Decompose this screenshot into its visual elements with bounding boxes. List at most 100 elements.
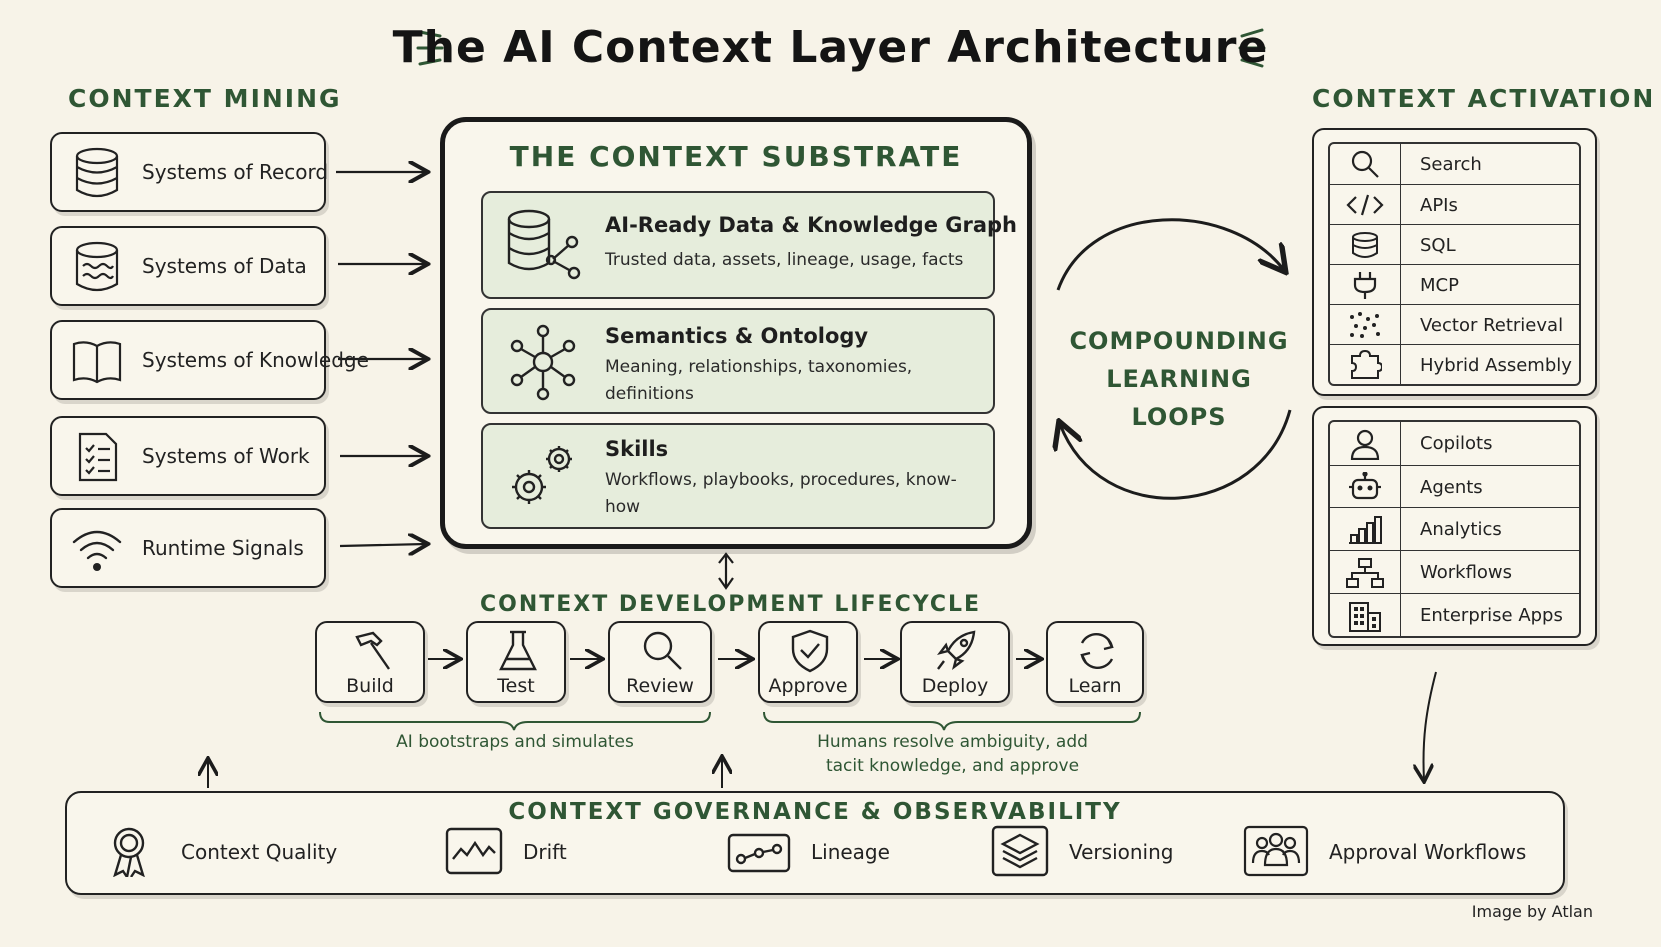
search-icon	[1336, 148, 1394, 180]
title-flourish-left	[416, 30, 444, 66]
consumer-row-enterprise-apps[interactable]: Enterprise Apps	[1330, 593, 1579, 637]
gov-item-lineage[interactable]: Lineage	[727, 823, 937, 881]
consumer-row-workflows[interactable]: Workflows	[1330, 550, 1579, 594]
consumer-label: Copilots	[1420, 433, 1493, 454]
layer-semantics-ontology: Semantics & Ontology Meaning, relationsh…	[481, 308, 995, 414]
gov-label: Approval Workflows	[1329, 840, 1527, 864]
source-systems-of-work: Systems of Work	[50, 416, 326, 496]
scatter-icon	[1336, 309, 1394, 341]
gov-item-versioning[interactable]: Versioning	[991, 823, 1221, 881]
access-row-apis[interactable]: APIs	[1330, 184, 1579, 225]
layer-title: AI-Ready Data & Knowledge Graph	[605, 213, 1018, 237]
network-icon	[510, 324, 576, 401]
lifecycle-stage-build[interactable]: Build	[315, 621, 425, 703]
compounding-learning-loops: COMPOUNDING LEARNING LOOPS	[1056, 322, 1302, 436]
activation-access-panel: Search APIs SQL MCP Vector Retrieval	[1312, 128, 1597, 396]
ai-bracket	[319, 711, 711, 731]
drift-chart-icon	[445, 827, 503, 875]
lifecycle-stage-deploy[interactable]: Deploy	[900, 621, 1010, 703]
loop-arrow-top	[1056, 218, 1284, 291]
access-row-mcp[interactable]: MCP	[1330, 264, 1579, 305]
gov-label: Drift	[523, 840, 567, 864]
source-label: Runtime Signals	[142, 536, 304, 560]
context-activation-heading: CONTEXT ACTIVATION	[1312, 84, 1656, 113]
access-label: Vector Retrieval	[1420, 314, 1564, 336]
database-icon	[1336, 229, 1394, 261]
human-bracket	[763, 711, 1141, 731]
access-row-search[interactable]: Search	[1330, 144, 1579, 184]
lifecycle-heading: CONTEXT DEVELOPMENT LIFECYCLE	[480, 592, 982, 617]
source-label: Systems of Knowledge	[142, 348, 369, 372]
access-row-hybrid-assembly[interactable]: Hybrid Assembly	[1330, 344, 1579, 385]
hammer-icon	[355, 631, 390, 670]
layer-description: Trusted data, assets, lineage, usage, fa…	[605, 250, 964, 270]
gov-item-approval-workflows[interactable]: Approval Workflows	[1243, 823, 1543, 881]
shield-check-icon	[791, 629, 829, 673]
consumer-label: Agents	[1420, 476, 1483, 498]
checklist-icon	[78, 432, 118, 482]
layer-description: Workflows, playbooks, procedures, know-h…	[605, 470, 957, 517]
layers-icon	[991, 825, 1049, 877]
stage-label: Learn	[1068, 675, 1122, 697]
lifecycle-stage-review[interactable]: Review	[608, 621, 712, 703]
stage-label: Test	[497, 675, 535, 697]
gov-item-context-quality[interactable]: Context Quality	[103, 823, 337, 881]
lifecycle-stage-approve[interactable]: Approve	[758, 621, 858, 703]
ai-bootstraps-note: AI bootstraps and simulates	[396, 732, 634, 752]
access-label: Hybrid Assembly	[1420, 354, 1572, 376]
source-runtime-signals: Runtime Signals	[50, 508, 326, 588]
ribbon-icon	[113, 827, 145, 877]
humans-note-line2: tacit knowledge, and approve	[825, 756, 1080, 776]
consumer-list: Copilots Agents Analytics Workflows Ente	[1328, 420, 1581, 638]
activation-consumers-panel: Copilots Agents Analytics Workflows Ente	[1312, 406, 1597, 646]
org-chart-icon	[1336, 557, 1394, 589]
source-label: Systems of Data	[142, 254, 307, 278]
bar-chart-icon	[1336, 514, 1394, 546]
lifecycle-stage-test[interactable]: Test	[466, 621, 566, 703]
page-title: The AI Context Layer Architecture	[392, 22, 1269, 73]
gov-label: Lineage	[811, 840, 890, 864]
image-credit: Image by Atlan	[1471, 902, 1593, 921]
arrow-activation-down	[1424, 671, 1437, 780]
consumer-label: Workflows	[1420, 562, 1513, 583]
governance-observability-panel: CONTEXT GOVERNANCE & OBSERVABILITY Conte…	[65, 791, 1565, 895]
signal-icon	[72, 530, 122, 571]
consumer-row-analytics[interactable]: Analytics	[1330, 507, 1579, 551]
context-mining-heading: CONTEXT MINING	[68, 84, 342, 113]
title-flourish-right	[1238, 28, 1266, 68]
source-label: Systems of Record	[142, 160, 329, 184]
consumer-row-agents[interactable]: Agents	[1330, 465, 1579, 508]
stage-label: Review	[626, 675, 694, 697]
layer-title: Semantics & Ontology	[605, 324, 869, 348]
source-systems-of-knowledge: Systems of Knowledge	[50, 320, 369, 400]
stage-label: Approve	[768, 675, 848, 697]
gears-icon	[512, 446, 572, 504]
consumer-row-copilots[interactable]: Copilots	[1330, 422, 1579, 465]
source-systems-of-data: Systems of Data	[50, 226, 326, 306]
access-row-sql[interactable]: SQL	[1330, 224, 1579, 265]
loops-line2: LEARNING LOOPS	[1106, 365, 1252, 431]
people-icon	[1243, 825, 1309, 877]
gov-item-drift[interactable]: Drift	[445, 823, 635, 881]
layer-skills: Skills Workflows, playbooks, procedures,…	[481, 423, 995, 529]
gov-label: Versioning	[1069, 840, 1174, 864]
layer-title: Skills	[605, 437, 669, 461]
robot-icon	[1336, 471, 1394, 503]
refresh-icon	[1080, 632, 1114, 670]
magnifier-icon	[643, 631, 682, 670]
lineage-icon	[727, 833, 791, 873]
access-label: Search	[1420, 153, 1482, 175]
consumer-label: Analytics	[1420, 519, 1502, 540]
source-systems-of-record: Systems of Record	[50, 132, 329, 212]
context-substrate: THE CONTEXT SUBSTRATE AI-Ready Data & Kn…	[440, 117, 1032, 549]
access-label: APIs	[1420, 194, 1458, 216]
access-row-vector-retrieval[interactable]: Vector Retrieval	[1330, 304, 1579, 345]
substrate-lifecycle-double-arrow	[718, 552, 734, 590]
layer-description: Meaning, relationships, taxonomies, defi…	[605, 357, 913, 404]
lifecycle-stage-learn[interactable]: Learn	[1046, 621, 1144, 703]
database-graph-icon	[507, 209, 581, 280]
loops-line1: COMPOUNDING	[1069, 327, 1289, 355]
humans-note: Humans resolve ambiguity, add tacit know…	[780, 730, 1125, 778]
